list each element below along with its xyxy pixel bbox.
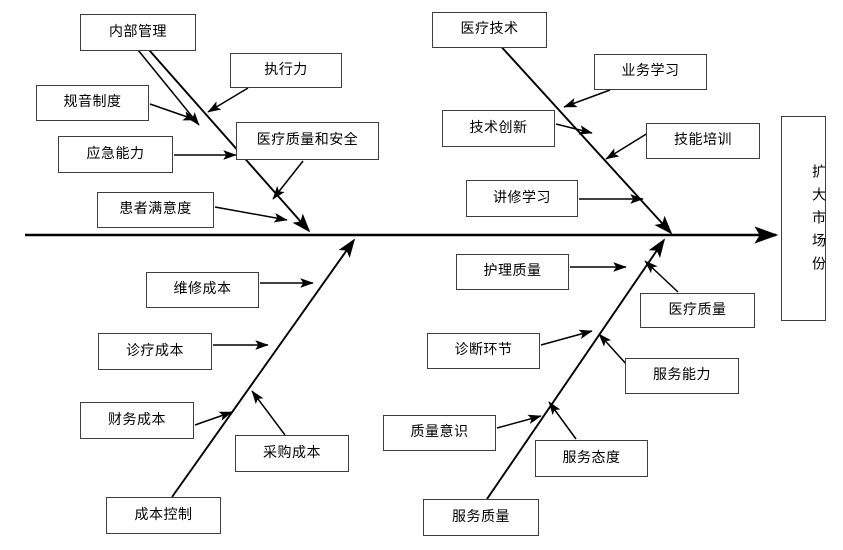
connector-execution-power xyxy=(207,87,249,113)
node-service-quality[interactable]: 服务质量 xyxy=(423,499,539,536)
node-patient-satisfaction[interactable]: 患者满意度 xyxy=(97,192,214,228)
connector-rules-regulations xyxy=(149,103,197,121)
connector-financial-cost xyxy=(194,411,233,426)
node-diagnosis-treatment-cost[interactable]: 诊疗成本 xyxy=(98,333,212,370)
connector-quality-awareness xyxy=(496,414,542,429)
node-medical-quality[interactable]: 医疗质量 xyxy=(640,293,755,328)
node-purchasing-cost[interactable]: 采购成本 xyxy=(235,435,349,472)
branch-line-cost-control xyxy=(171,238,356,498)
node-skills-training[interactable]: 技能培训 xyxy=(646,123,760,159)
node-nursing-quality[interactable]: 护理质量 xyxy=(456,254,569,290)
node-diagnosis-link[interactable]: 诊断环节 xyxy=(427,333,540,369)
connector-medical-quality-safety-head xyxy=(272,160,304,200)
connector-medical-quality xyxy=(644,260,679,293)
node-business-study[interactable]: 业务学习 xyxy=(594,54,707,90)
node-service-attitude[interactable]: 服务态度 xyxy=(535,440,648,477)
node-maintenance-cost[interactable]: 维修成本 xyxy=(146,272,259,308)
connector-technical-innovation xyxy=(555,123,593,135)
node-medical-quality-safety[interactable]: 医疗质量和安全 xyxy=(236,122,379,160)
connector-patient-satisfaction xyxy=(214,206,288,223)
node-internal-management[interactable]: 内部管理 xyxy=(80,14,196,51)
node-emergency-capability[interactable]: 应急能力 xyxy=(58,136,173,173)
node-expand-market-share[interactable]: 扩大市场份 xyxy=(781,116,826,321)
connector-business-study xyxy=(563,89,611,108)
connector-purchasing-cost xyxy=(251,390,286,436)
node-service-capability[interactable]: 服务能力 xyxy=(625,358,739,394)
node-cost-control[interactable]: 成本控制 xyxy=(106,497,221,534)
node-execution-power[interactable]: 执行力 xyxy=(230,53,342,88)
node-financial-cost[interactable]: 财务成本 xyxy=(80,402,194,439)
branch-line-service-quality xyxy=(486,238,666,500)
node-rules-regulations[interactable]: 规音制度 xyxy=(36,85,149,121)
connector-diagnosis-link xyxy=(540,329,593,346)
node-technical-innovation[interactable]: 技术创新 xyxy=(442,110,555,147)
connector-service-attitude xyxy=(548,401,577,440)
connector-service-capability xyxy=(598,333,629,367)
node-quality-awareness[interactable]: 质量意识 xyxy=(383,415,496,451)
node-advanced-study[interactable]: 讲修学习 xyxy=(466,180,578,217)
node-medical-technology[interactable]: 医疗技术 xyxy=(432,12,547,48)
connector-skills-training xyxy=(605,132,649,160)
